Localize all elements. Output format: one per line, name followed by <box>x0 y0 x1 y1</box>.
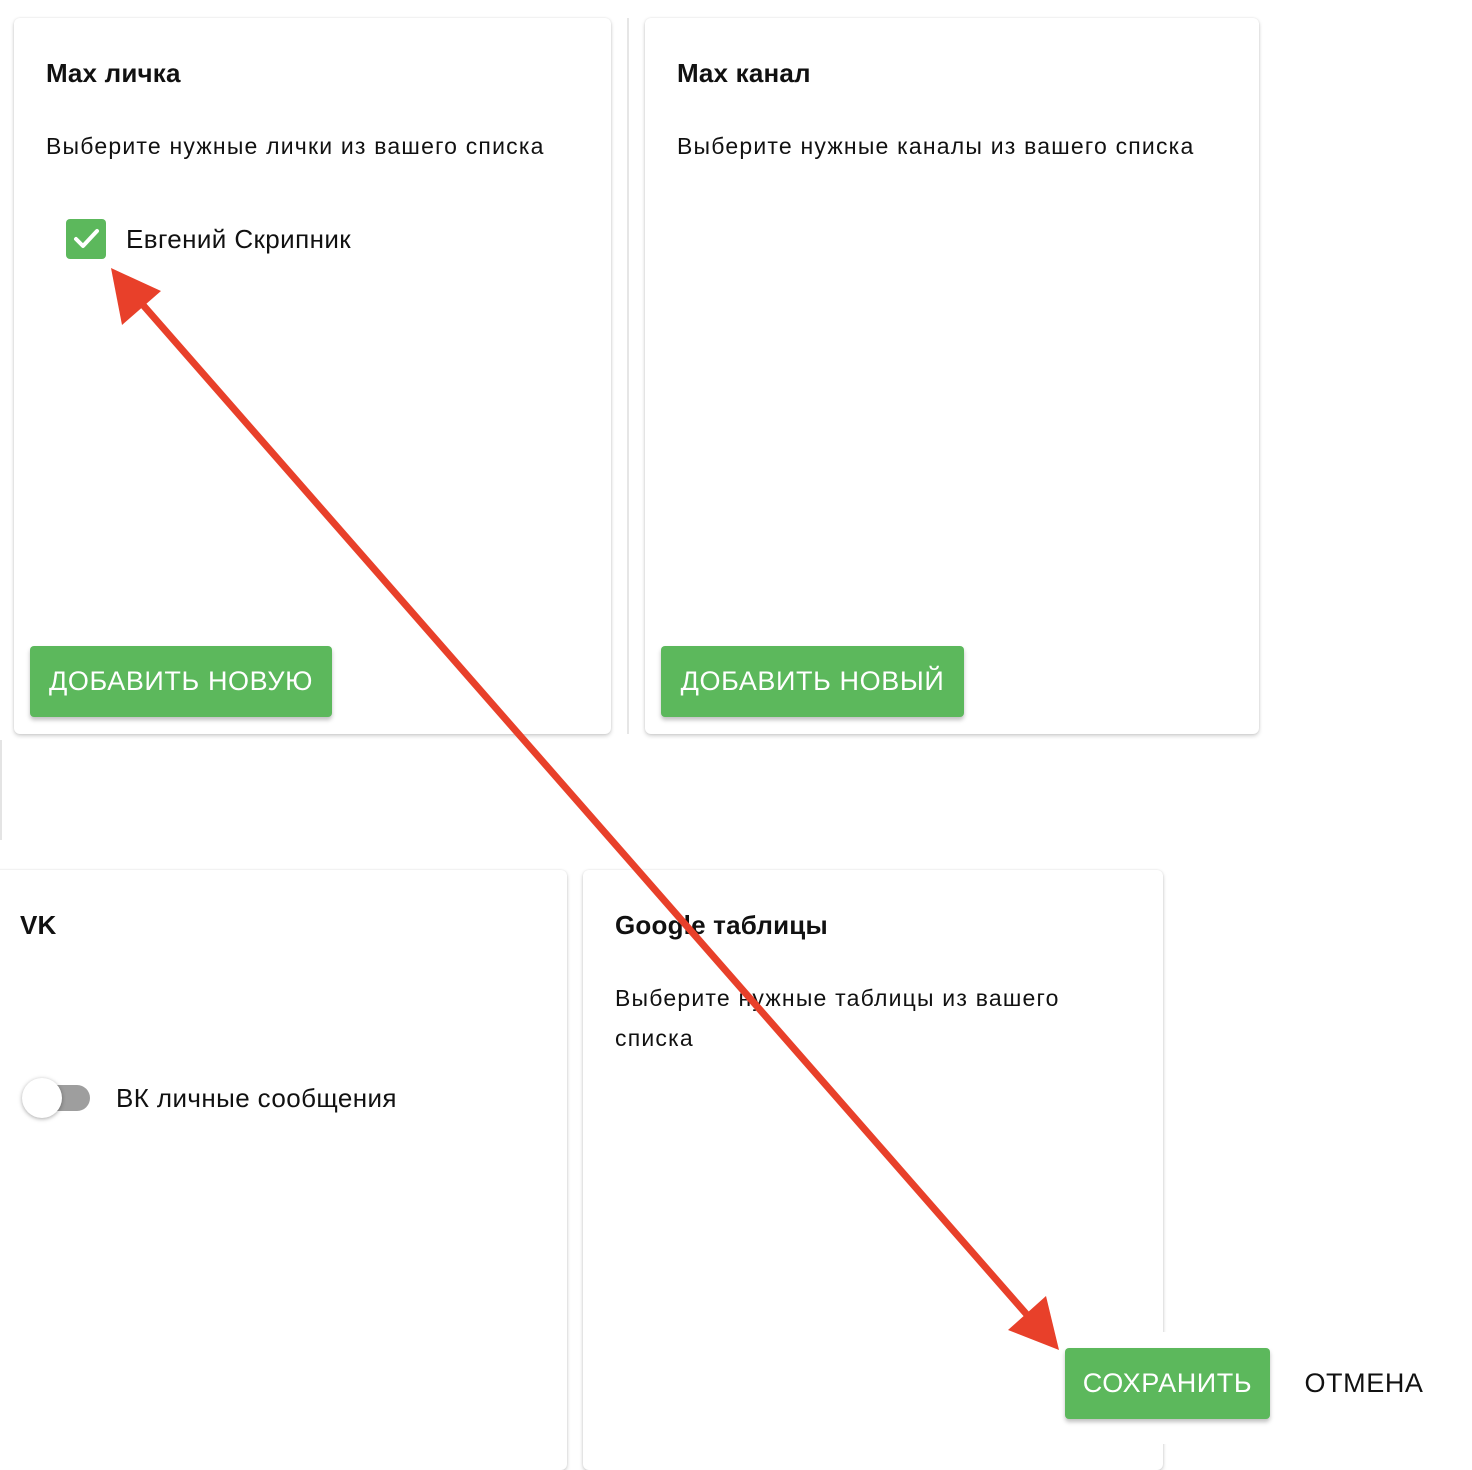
max-private-title: Max личка <box>46 58 181 88</box>
save-button[interactable]: СОХРАНИТЬ <box>1065 1348 1270 1419</box>
column-separator <box>627 18 629 734</box>
vk-title: VK <box>20 910 57 940</box>
max-private-description: Выберите нужные лички из вашего списка <box>46 133 545 159</box>
check-icon <box>74 229 99 248</box>
vk-card: VK ВК личные сообщения <box>0 870 567 1470</box>
vk-messages-toggle-row[interactable]: ВК личные сообщения <box>22 1078 397 1118</box>
max-channel-card: Max канал Выберите нужные каналы из ваше… <box>645 18 1259 734</box>
contact-checkbox[interactable] <box>66 219 106 259</box>
max-channel-description: Выберите нужные каналы из вашего списка <box>677 133 1195 159</box>
google-sheets-title: Google таблицы <box>615 910 828 940</box>
cancel-button[interactable]: ОТМЕНА <box>1284 1348 1444 1419</box>
add-new-private-button[interactable]: ДОБАВИТЬ НОВУЮ <box>30 646 332 717</box>
left-edge-line <box>0 740 2 840</box>
contact-checkbox-row[interactable]: Евгений Скрипник <box>66 219 351 259</box>
max-private-card: Max личка Выберите нужные лички из вашег… <box>14 18 611 734</box>
contact-label: Евгений Скрипник <box>126 223 352 254</box>
toggle-thumb <box>22 1078 62 1118</box>
google-sheets-description: Выберите нужные таблицы из вашего списка <box>615 985 1060 1051</box>
vk-messages-toggle[interactable] <box>22 1078 92 1118</box>
max-channel-title: Max канал <box>677 58 811 88</box>
vk-messages-label: ВК личные сообщения <box>116 1082 397 1113</box>
add-new-channel-button[interactable]: ДОБАВИТЬ НОВЫЙ <box>661 646 964 717</box>
